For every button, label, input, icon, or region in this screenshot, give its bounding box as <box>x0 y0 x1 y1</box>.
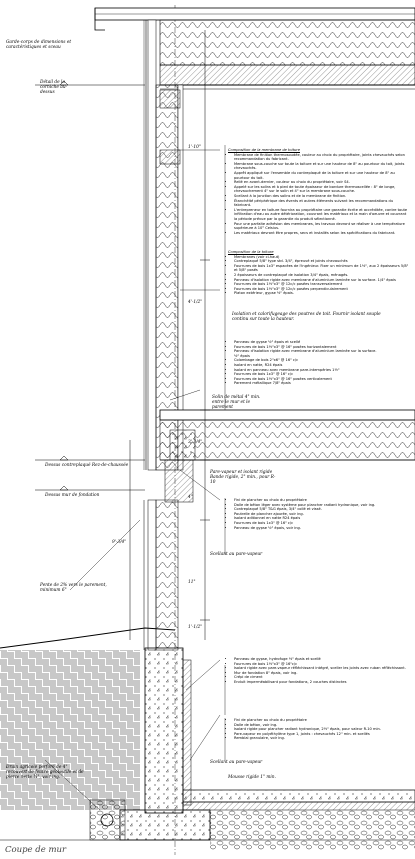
label-drain-note: Drain agricole perforé de 4" recouvert d… <box>6 765 84 780</box>
list-item: Relié en avant-dernier, couleur au choix… <box>234 180 410 185</box>
label-vapour-seal-3: Scellant au pare-vapeur <box>210 760 263 765</box>
list-item: Crépi de ciment <box>234 675 410 680</box>
label-vapour-seal: Pare-vapeur et isolant rigide Bande rigi… <box>210 470 276 485</box>
list-item: Platon extérieur, gypse ½" épais. <box>234 291 410 296</box>
floor-assembly <box>159 409 415 503</box>
list-item: Dalle de béton léger avec système pour p… <box>234 503 410 508</box>
lower-wall <box>143 499 179 651</box>
list-item: Poutrelle de plancher ajourée, voir ing. <box>234 512 410 517</box>
leader-lines <box>44 149 221 811</box>
label-guardrail-sub: Détail de la corniche au-dessus <box>40 80 68 95</box>
list-item: Fini de plancher au choix du propriétair… <box>234 718 410 723</box>
dimension-text: 4" <box>188 495 193 500</box>
label-floor-level: Dessus contreplaqué Rez-de-chaussée <box>45 463 129 468</box>
list-item: L'entrepreneur en toiture fournira au pr… <box>234 208 410 222</box>
dimension-text: 1'-10" <box>188 145 201 150</box>
list-item: Fourrures de bois 1x3" @ 16" c/c <box>234 372 378 377</box>
list-item: Isolant en panneau avec membrane pare-in… <box>234 368 378 373</box>
list-item: Mur de fondation 8" épais, voir ing. <box>234 671 410 676</box>
label-slope-note: Pente de 2% vers le parement, minimum 6" <box>40 583 107 593</box>
note-roof-membrane: Composition de la membrane de toiture Me… <box>228 148 410 235</box>
note-roof-membrane-title: Composition de la membrane de toiture <box>228 148 300 152</box>
list-item: Pare-vapeur en polyéthylène type 1, join… <box>234 732 410 737</box>
list-item: Apprêt appliqué sur l'ensemble du contre… <box>234 171 410 180</box>
list-item: Isolant rigide pour plancher radiant hyd… <box>234 727 410 732</box>
list-item: Scellant à la jonction des solins et de … <box>234 194 410 199</box>
list-item: Fourrures de bois 1½"x3" @ 16" posées ve… <box>234 377 378 382</box>
list-item: Fourrures de bois 1½"x3" @ 12c/c posées … <box>234 282 410 287</box>
label-vapour-seal-2: Scellant au pare-vapeur <box>210 552 263 557</box>
list-item: Panneau d'isolation rigide avec membrane… <box>234 349 378 358</box>
note-foundation-composition: Panneau de gypse, hydrofuge ½" épais et … <box>228 657 410 685</box>
dimension-text: 3'-3/4" <box>188 440 203 445</box>
floor-composition-list: Fini de plancher au choix du propriétair… <box>228 498 410 530</box>
list-item: Fini de plancher au choix du propriétair… <box>234 498 410 503</box>
roof-membrane-list: Membrane de finition thermosoudée, coule… <box>228 153 410 236</box>
label-foundation-level: Dessus mur de fondation <box>45 493 100 498</box>
dimension-text: 9'-3/4" <box>112 540 127 545</box>
list-item: Panneau d'isolation rigide avec membrane… <box>234 278 410 283</box>
list-item: Fourrures de bois 1x3" @ 16" c/c <box>234 521 410 526</box>
dimension-text: 4'-1/2" <box>188 300 203 305</box>
list-item: Panneau de gypse, hydrofuge ½" épais et … <box>234 657 410 662</box>
list-item: Remblai granulaire, voir ing. <box>234 736 410 741</box>
level-markers <box>35 80 145 491</box>
note-roof-composition: Composition de la toiture Membranes (voi… <box>228 250 410 296</box>
list-item: Fourrures de bois 1x3" espacées de l'ing… <box>234 264 410 273</box>
dimension-text: 1'-1/2" <box>188 625 203 630</box>
list-item: Fourrures de bois 1½"x3" @ 12c/c posées … <box>234 287 410 292</box>
list-item: Colombage de bois 2"x6" @ 16" c/c <box>234 358 378 363</box>
list-item: Membrane sous-couche sur toute la toitur… <box>234 162 410 171</box>
list-item: Membrane de finition thermosoudée, coule… <box>234 153 410 162</box>
list-item: Étanchéité périphérique des évents et au… <box>234 199 410 208</box>
note-floor-composition: Fini de plancher au choix du propriétair… <box>228 498 410 530</box>
upper-wall <box>143 19 184 471</box>
note-slab-composition: Fini de plancher au choix du propriétair… <box>228 718 410 741</box>
list-item: Les matériaux devront être propres, secs… <box>234 231 410 236</box>
wall-composition-list: Panneau de gypse ½" épais et scellé Four… <box>228 340 378 386</box>
roof-composition-list: Membranes (voir ci-haut) Contreplaqué 5/… <box>228 255 410 296</box>
label-metal-flashing: Solin de métal 4" min. entre le mur et l… <box>212 395 261 410</box>
slab-composition-list: Fini de plancher au choix du propriétair… <box>228 718 410 741</box>
list-item: Dalle de béton, voir ing. <box>234 723 410 728</box>
list-item: 2 épaisseurs de contreplaqué de isolatio… <box>234 273 410 278</box>
note-wall-composition: Panneau de gypse ½" épais et scellé Four… <box>228 340 378 386</box>
list-item: Fourrures de bois 1½"x3" @ 16" posées ho… <box>234 345 378 350</box>
list-item: Enduit imperméabilisant pour fondations,… <box>234 680 410 685</box>
list-item: Contreplaqué 5/8" type std. 3/4", épreuv… <box>234 259 410 264</box>
dimension-text: 11" <box>188 580 196 585</box>
foundation-assembly <box>0 647 415 850</box>
list-item: Isolant en natte, R24 épais <box>234 363 378 368</box>
label-rigid-insulation: Isolation et calorifugeage des poutres d… <box>232 312 381 322</box>
roof-assembly <box>94 7 415 90</box>
label-guardrail: Garde-corps de dimensions et caractérist… <box>6 40 72 50</box>
list-item: Fourrures de bois 1½"x3" @ 16"c/c <box>234 662 410 667</box>
list-item: Isolant aditionnel en natte R24 épais <box>234 516 410 521</box>
list-item: Membranes (voir ci-haut) <box>234 255 410 260</box>
note-roof-composition-title: Composition de la toiture <box>228 250 274 254</box>
dimension-chain <box>129 30 210 640</box>
list-item: Isolant rigide avec pare-vapeur réfléchi… <box>234 666 410 671</box>
foundation-composition-list: Panneau de gypse, hydrofuge ½" épais et … <box>228 657 410 685</box>
list-item: Pour une parfaite adhésion des membranes… <box>234 222 410 231</box>
list-item: Parement métallique 7/8" épais <box>234 381 378 386</box>
drawing-title: Coupe de mur <box>5 845 67 855</box>
list-item: Contreplaqué 5/8" T&G épais, 3/4" collé … <box>234 507 410 512</box>
list-item: Panneau de gypse ½" épais et scellé <box>234 340 378 345</box>
label-rigid-foam: Mousse rigide 1" min. <box>228 775 276 780</box>
list-item: Panneau de gypse ½" épais, voir ing. <box>234 526 410 531</box>
list-item: Appelé sur les solins et à pied de toute… <box>234 185 410 194</box>
